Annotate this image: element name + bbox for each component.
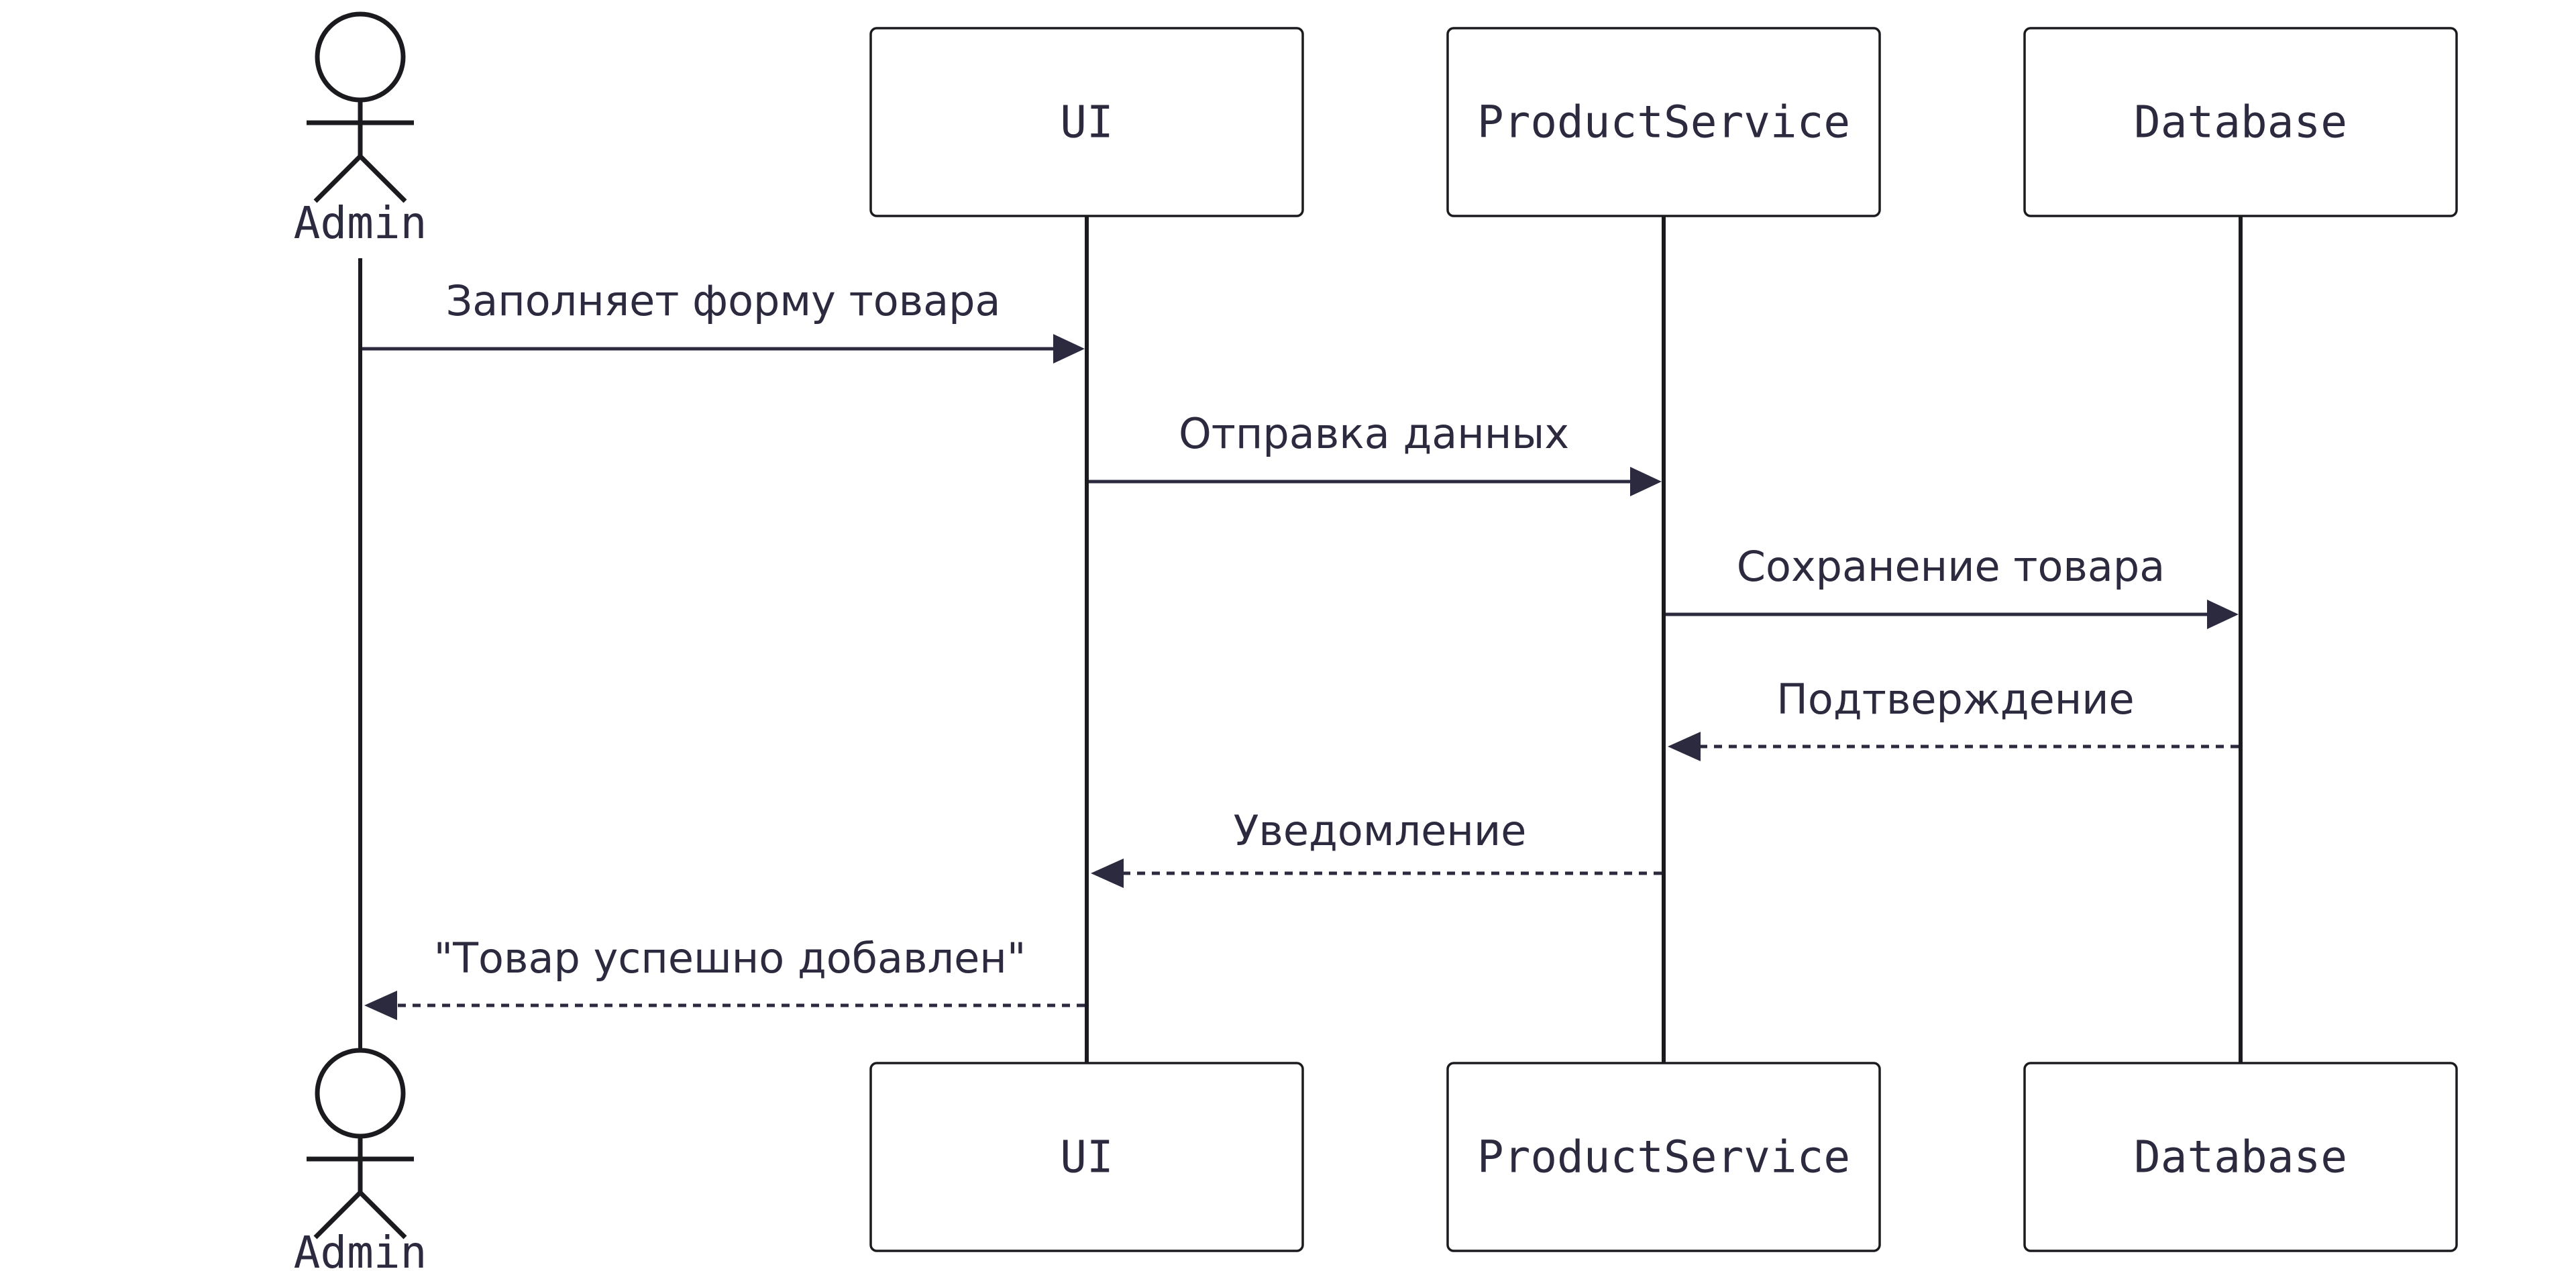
actor-label: Admin <box>294 1227 427 1271</box>
message-label: "Товар успешно добавлен" <box>434 934 1026 983</box>
arrowhead-left <box>1091 859 1124 888</box>
participant-product-service-top: ProductService <box>1446 27 1881 217</box>
participant-box <box>2023 1062 2458 1252</box>
actor-left-leg <box>313 154 362 203</box>
actor-admin-top: Admin <box>294 11 427 249</box>
message-database-to-product-service: Подтверждение <box>1668 675 2239 761</box>
actor-right-leg <box>358 154 407 203</box>
participant-product-service-bottom: ProductService <box>1446 1062 1881 1252</box>
actor-head <box>315 11 406 103</box>
arrowhead-right <box>2207 600 2239 629</box>
participant-label: Database <box>2134 97 2347 148</box>
participant-database-bottom: Database <box>2023 1062 2458 1252</box>
participant-box <box>2023 27 2458 217</box>
actor-left-leg <box>313 1191 362 1239</box>
message-product-service-to-ui: Уведомление <box>1091 806 1662 888</box>
actor-admin-bottom: Admin <box>294 1048 427 1271</box>
message-admin-to-ui: Заполняет форму товара <box>362 276 1085 364</box>
participant-label: UI <box>1060 1131 1113 1183</box>
participant-label: Database <box>2134 1131 2347 1183</box>
message-product-service-to-database: Сохранение товара <box>1666 542 2239 629</box>
participant-box <box>869 27 1304 217</box>
participant-box <box>1446 1062 1881 1252</box>
participant-ui-bottom: UI <box>869 1062 1304 1252</box>
actor-label: Admin <box>294 197 427 249</box>
participant-label: ProductService <box>1477 97 1850 148</box>
actor-head <box>315 1048 406 1139</box>
message-label: Уведомление <box>1234 806 1527 855</box>
participant-database-top: Database <box>2023 27 2458 217</box>
participant-box <box>1446 27 1881 217</box>
participant-label: ProductService <box>1477 1131 1850 1183</box>
arrowhead-left <box>1668 732 1701 761</box>
message-label: Подтверждение <box>1776 675 2134 724</box>
message-label: Отправка данных <box>1179 409 1569 458</box>
message-ui-to-admin: "Товар успешно добавлен" <box>364 934 1085 1020</box>
arrowhead-right <box>1630 467 1662 496</box>
participant-ui-top: UI <box>869 27 1304 217</box>
arrowhead-left <box>364 991 397 1020</box>
message-ui-to-product-service: Отправка данных <box>1089 409 1662 496</box>
message-label: Заполняет форму товара <box>445 276 1000 325</box>
message-label: Сохранение товара <box>1737 542 2165 591</box>
arrowhead-right <box>1053 334 1085 364</box>
participant-box <box>869 1062 1304 1252</box>
actor-right-leg <box>358 1191 407 1239</box>
participant-label: UI <box>1060 97 1113 148</box>
